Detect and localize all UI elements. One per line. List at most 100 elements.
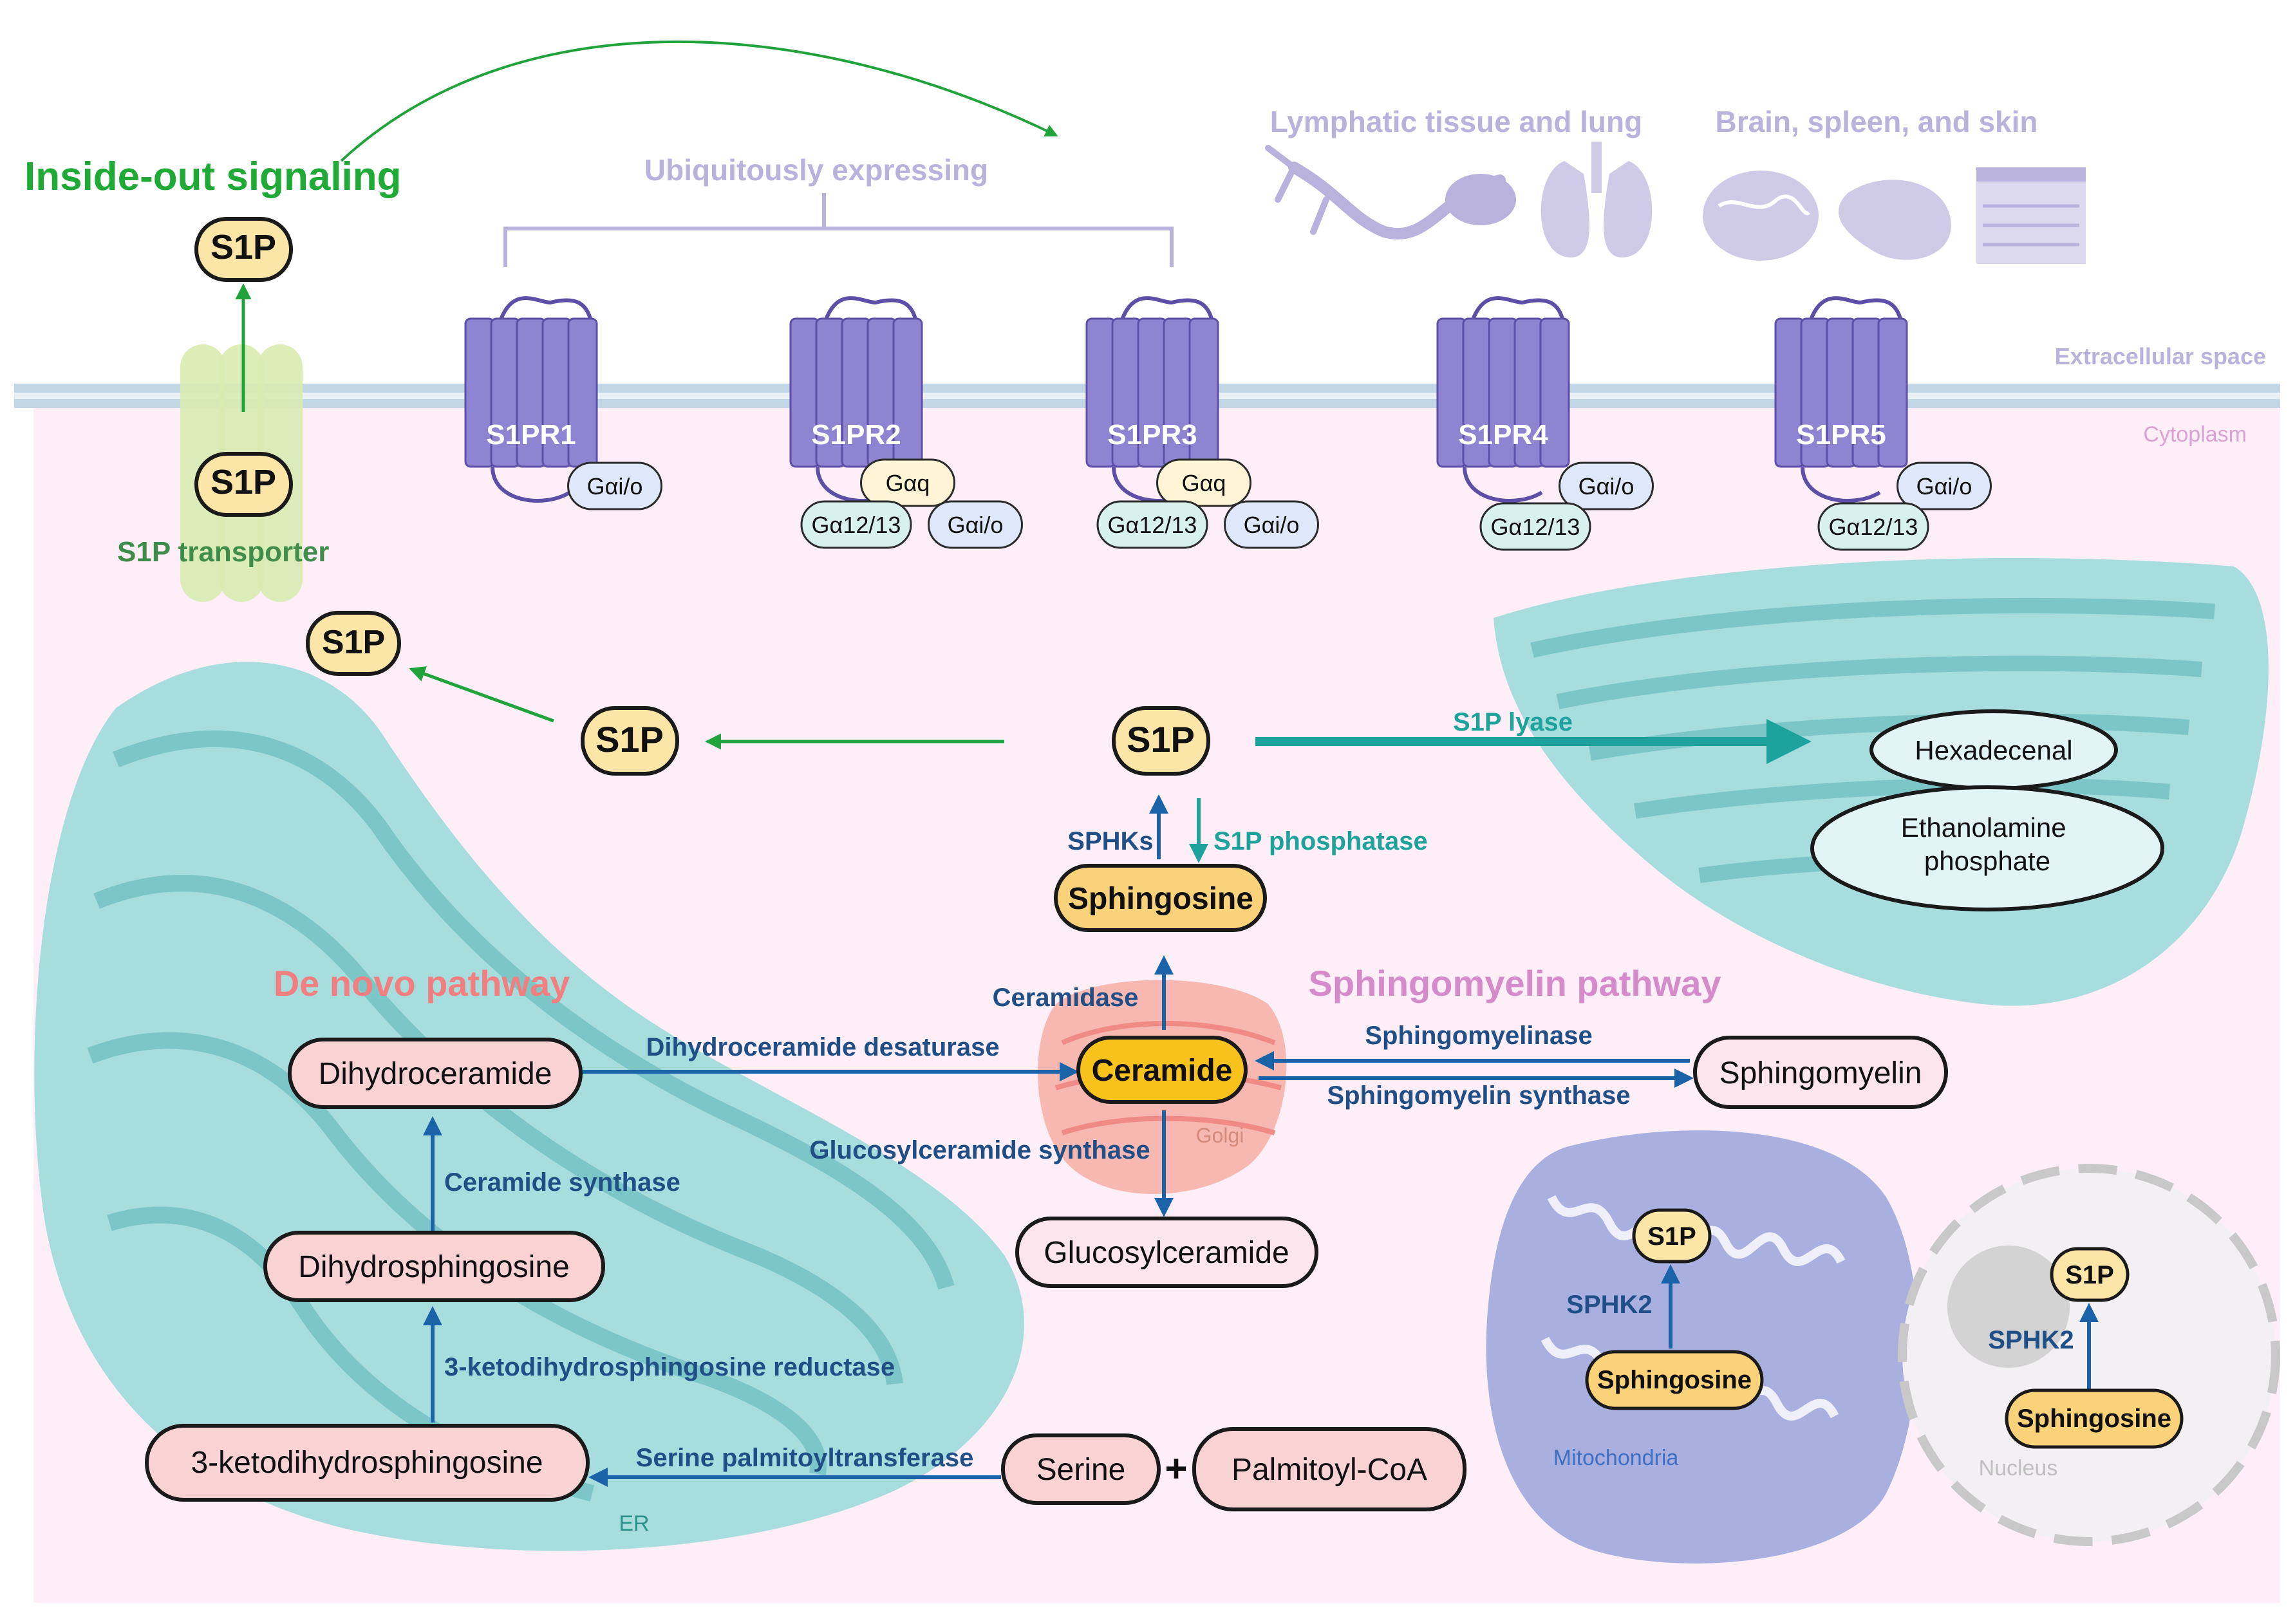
receptor-label: S1PR1 bbox=[486, 419, 576, 451]
svg-text:Gαq: Gαq bbox=[1182, 470, 1226, 496]
de-novo-label: De novo pathway bbox=[274, 963, 570, 1003]
svg-text:Dihydroceramide: Dihydroceramide bbox=[319, 1057, 552, 1091]
svg-text:S1P: S1P bbox=[595, 719, 664, 760]
nucleus-label: Nucleus bbox=[1979, 1456, 2058, 1480]
brain-spleen-skin-label: Brain, spleen, and skin bbox=[1715, 105, 2037, 138]
ethanolamine-phosphate-text: Ethanolamine bbox=[1901, 812, 2066, 843]
sphingosine-center-node: Sphingosine bbox=[1054, 864, 1267, 932]
g-protein-gq: Gαq bbox=[860, 458, 955, 507]
svg-text:Gα12/13: Gα12/13 bbox=[812, 512, 901, 538]
svg-text:S1P: S1P bbox=[2065, 1261, 2114, 1289]
dihydroceramide-desaturase-label: Dihydroceramide desaturase bbox=[646, 1033, 999, 1061]
serine-palmitoyltransferase-label: Serine palmitoyltransferase bbox=[636, 1444, 974, 1472]
svg-text:Sphingosine: Sphingosine bbox=[2017, 1405, 2171, 1433]
g-protein-gi-o: Gαi/o bbox=[1897, 462, 1992, 510]
svg-text:Glucosylceramide: Glucosylceramide bbox=[1044, 1236, 1289, 1270]
receptor-tail bbox=[1801, 466, 1881, 503]
inside-out-label: Inside-out signaling bbox=[24, 154, 402, 199]
sphingomyelin-node: Sphingomyelin bbox=[1693, 1036, 1948, 1109]
serine-node: Serine bbox=[1001, 1433, 1161, 1505]
ubiquitous-bracket bbox=[503, 193, 1174, 267]
g-protein-g12-13: Gα12/13 bbox=[1479, 502, 1591, 551]
mito-sphingosine-node: Sphingosine bbox=[1585, 1350, 1764, 1410]
s1p-to-transporter-arrow bbox=[409, 666, 554, 723]
ubiquitous-label: Ubiquitously expressing bbox=[644, 153, 988, 187]
receptor-loop bbox=[1118, 296, 1215, 329]
receptor-helix bbox=[1877, 317, 1908, 468]
ethanolamine-phosphate-text-line2: phosphate bbox=[1924, 846, 2050, 876]
nucleus-sphingosine-node: Sphingosine bbox=[2005, 1388, 2184, 1449]
ketodihydrosphingosine-node: 3-ketodihydrosphingosine bbox=[145, 1424, 590, 1502]
keto-reductase-label: 3-ketodihydrosphingosine reductase bbox=[444, 1353, 895, 1381]
svg-text:Dihydrosphingosine: Dihydrosphingosine bbox=[298, 1250, 570, 1284]
mito-s1p-node: S1P bbox=[1632, 1208, 1712, 1264]
brain-icon bbox=[1703, 171, 1819, 261]
svg-text:Gα12/13: Gα12/13 bbox=[1491, 514, 1580, 540]
s1p-left-node: S1P bbox=[581, 706, 679, 776]
mitochondria-label: Mitochondria bbox=[1553, 1446, 1679, 1470]
skin-icon bbox=[1976, 167, 2086, 264]
golgi-label: Golgi bbox=[1196, 1124, 1244, 1147]
hexadecenal-node: Hexadecenal bbox=[1869, 709, 2118, 790]
svg-text:Gαq: Gαq bbox=[886, 470, 930, 496]
nucleus-sphk2-label: SPHK2 bbox=[1988, 1326, 2074, 1354]
receptor-label: S1PR3 bbox=[1107, 419, 1197, 451]
cytoplasm-label: Cytoplasm bbox=[2143, 422, 2247, 447]
extracellular-space-label: Extracellular space bbox=[2055, 343, 2266, 369]
s1p-center-node: S1P bbox=[1112, 706, 1210, 776]
inside-out-curve-arrow bbox=[340, 41, 1058, 162]
glucosylceramide-node: Glucosylceramide bbox=[1015, 1217, 1318, 1288]
palmitoyl-coa-node: Palmitoyl-CoA bbox=[1192, 1427, 1466, 1511]
er-label: ER bbox=[619, 1511, 649, 1536]
mitochondria-organelle bbox=[1486, 1130, 1918, 1564]
g-protein-g12-13: Gα12/13 bbox=[1817, 502, 1929, 551]
lymphatic-label: Lymphatic tissue and lung bbox=[1270, 105, 1642, 138]
lymphatic-vessel-icon bbox=[1265, 145, 1516, 240]
svg-text:Gα12/13: Gα12/13 bbox=[1108, 512, 1197, 538]
svg-text:Gαi/o: Gαi/o bbox=[948, 512, 1004, 538]
s1p-lyase-label: S1P lyase bbox=[1453, 708, 1573, 736]
sphingomyelin-synthase-label: Sphingomyelin synthase bbox=[1327, 1081, 1630, 1110]
ceramidase-label: Ceramidase bbox=[993, 984, 1139, 1012]
svg-text:Gα12/13: Gα12/13 bbox=[1829, 514, 1918, 540]
ethanolamine-phosphate-node: Ethanolamine phosphate bbox=[1810, 785, 2164, 911]
g-protein-gq: Gαq bbox=[1156, 458, 1251, 507]
spleen-icon bbox=[1838, 180, 1951, 260]
g-protein-g12-13: Gα12/13 bbox=[800, 500, 912, 549]
receptor-helix bbox=[1539, 317, 1570, 468]
svg-text:Sphingosine: Sphingosine bbox=[1068, 882, 1253, 916]
sphingomyelin-pathway-label: Sphingomyelin pathway bbox=[1309, 963, 1721, 1003]
s1p-top-node: S1P bbox=[194, 217, 293, 282]
g-protein-g12-13: Gα12/13 bbox=[1096, 500, 1208, 549]
s1p-phosphatase-label: S1P phosphatase bbox=[1213, 827, 1428, 855]
svg-text:Gαi/o: Gαi/o bbox=[1244, 512, 1300, 538]
svg-text:Ceramide: Ceramide bbox=[1092, 1054, 1233, 1088]
svg-text:S1P: S1P bbox=[322, 624, 385, 661]
s1p-transporter-node: S1P bbox=[194, 452, 293, 517]
receptor-loop bbox=[497, 296, 594, 329]
dihydroceramide-node: Dihydroceramide bbox=[288, 1038, 583, 1109]
g-protein-gi-o: Gαi/o bbox=[928, 500, 1023, 549]
nucleus-s1p-node: S1P bbox=[2050, 1247, 2130, 1302]
s1p-left-upper-node: S1P bbox=[306, 611, 401, 676]
receptor-loop bbox=[822, 296, 919, 329]
plus-sign: + bbox=[1165, 1447, 1187, 1490]
svg-text:Ethanolamine phosphate: Ethanolamine phosphate bbox=[1901, 812, 2074, 876]
g-protein-gi-o: Gαi/o bbox=[1559, 462, 1654, 510]
dihydrosphingosine-node: Dihydrosphingosine bbox=[263, 1231, 605, 1302]
svg-text:Sphingomyelin: Sphingomyelin bbox=[1719, 1056, 1922, 1090]
transporter-label: S1P transporter bbox=[117, 536, 329, 568]
receptor-label: S1PR5 bbox=[1796, 419, 1886, 451]
svg-text:S1P: S1P bbox=[211, 463, 276, 501]
svg-text:Palmitoyl-CoA: Palmitoyl-CoA bbox=[1232, 1453, 1427, 1487]
g-protein-gi-o: Gαi/o bbox=[1224, 500, 1319, 549]
svg-text:Serine: Serine bbox=[1036, 1453, 1126, 1487]
receptor-loop bbox=[1469, 296, 1566, 329]
sphks-label: SPHKs bbox=[1067, 827, 1153, 855]
